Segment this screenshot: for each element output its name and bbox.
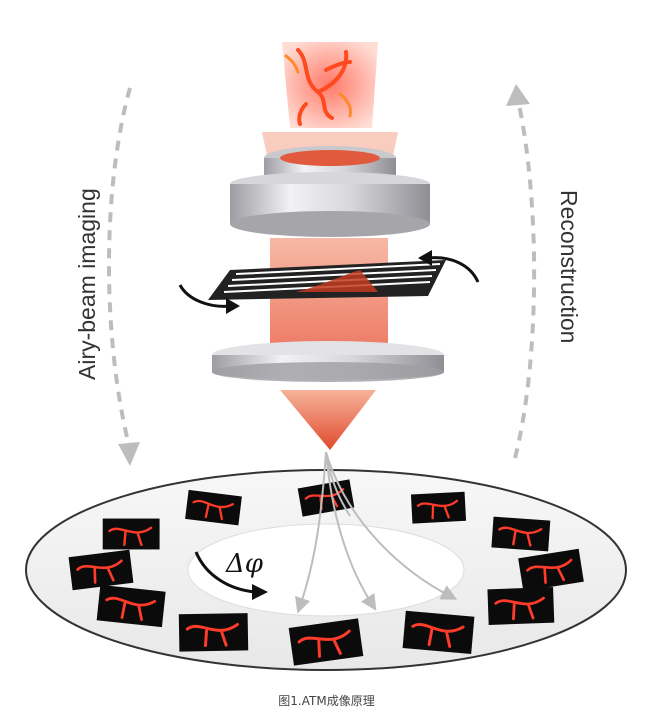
- projection-rays: [295, 451, 458, 614]
- image-tile: [178, 613, 249, 652]
- airy-beam-arrow: [107, 87, 140, 466]
- image-tile: [491, 516, 551, 552]
- image-tile: [68, 549, 134, 591]
- image-tile: [102, 518, 160, 550]
- sample-specimen: [282, 42, 378, 128]
- airy-beam-imaging-label: Airy-beam imaging: [74, 188, 100, 380]
- image-tile: [487, 587, 555, 625]
- delta-phi-label: Δφ: [225, 549, 264, 579]
- image-tile: [185, 489, 242, 526]
- image-tile: [518, 548, 584, 592]
- image-tile: [96, 584, 166, 628]
- objective-lens: [230, 146, 430, 237]
- reconstruction-label: Reconstruction: [556, 190, 582, 343]
- tube-lens: [212, 341, 444, 382]
- figure-caption: 图1.ATM成像原理: [278, 694, 375, 708]
- reconstruction-arrow: [506, 84, 537, 459]
- image-tile: [402, 610, 475, 654]
- phase-mask: [208, 260, 446, 300]
- image-tile: [288, 618, 364, 666]
- image-tiles: [68, 479, 584, 666]
- rotate-arrow-icon: [178, 250, 480, 314]
- curved-arrow-icon: [194, 551, 268, 600]
- image-tile: [410, 491, 467, 524]
